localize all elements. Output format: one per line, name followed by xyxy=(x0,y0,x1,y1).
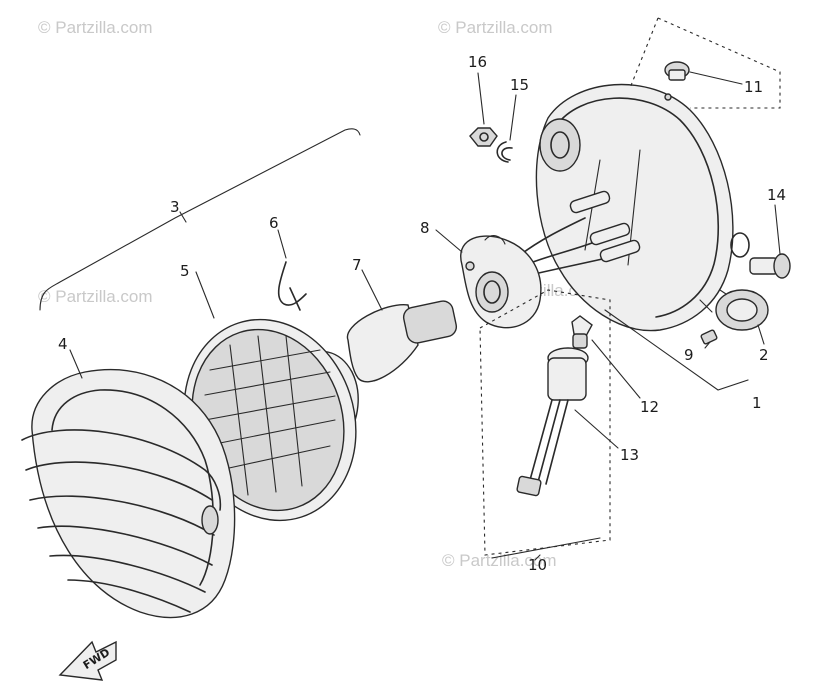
screw xyxy=(700,329,718,349)
headlight-housing xyxy=(535,83,750,332)
small-bulb xyxy=(571,315,641,399)
callout-line-1 xyxy=(604,309,749,391)
callout-16: 16 xyxy=(468,53,487,71)
callout-3: 3 xyxy=(170,198,180,216)
rim-guard xyxy=(21,349,236,619)
spring-clip xyxy=(277,229,307,311)
bolt xyxy=(749,204,791,279)
callout-2: 2 xyxy=(759,346,769,364)
washer xyxy=(496,94,517,163)
callout-11: 11 xyxy=(744,78,763,96)
socket xyxy=(435,229,542,329)
callout-6: 6 xyxy=(269,214,279,232)
callout-9: 9 xyxy=(684,346,694,364)
callout-10: 10 xyxy=(528,556,547,574)
watermark: © Partzilla.com xyxy=(442,551,557,570)
callout-12: 12 xyxy=(640,398,659,416)
damper xyxy=(629,17,781,109)
callout-4: 4 xyxy=(58,335,68,353)
callout-1: 1 xyxy=(752,394,762,412)
callout-labels: 1 2 3 4 5 6 7 8 9 10 11 12 13 14 15 16 xyxy=(58,53,786,574)
callout-7: 7 xyxy=(352,256,362,274)
watermark: © Partzilla.com xyxy=(38,287,153,306)
bulb xyxy=(346,269,458,383)
watermark: © Partzilla.com xyxy=(38,18,153,37)
lamp-socket-cord xyxy=(516,347,619,497)
watermark: © Partzilla.com xyxy=(438,18,553,37)
grommet xyxy=(715,289,769,345)
callout-5: 5 xyxy=(180,262,190,280)
fwd-arrow-icon: FWD xyxy=(58,640,117,681)
callout-8: 8 xyxy=(420,219,430,237)
callout-15: 15 xyxy=(510,76,529,94)
callout-13: 13 xyxy=(620,446,639,464)
callout-14: 14 xyxy=(767,186,786,204)
nut xyxy=(469,72,498,147)
headlight-unit-bracket xyxy=(39,128,361,311)
meter-lamp-assy xyxy=(479,289,611,561)
